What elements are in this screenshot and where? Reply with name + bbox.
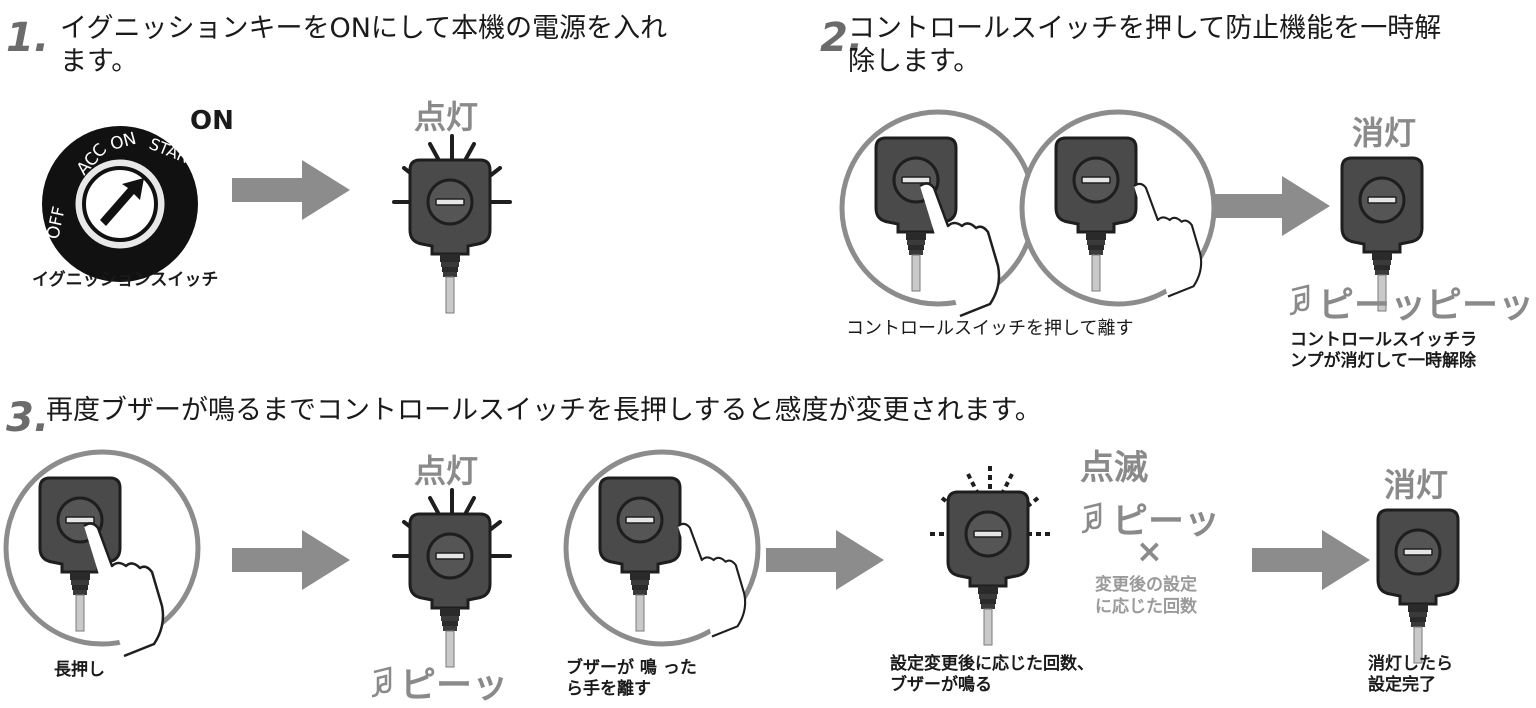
step3-sound2: ピーッ [1112, 501, 1221, 542]
control-switch-lit [408, 512, 492, 669]
release-caption-line2: ら手を離す [566, 679, 651, 699]
arrow-right-icon [1212, 176, 1330, 236]
done-caption-line2: 設定完了 [1368, 675, 1436, 695]
longpress-circle [3, 449, 201, 658]
step2-result-line2: ンプが消灯して一時解除 [1290, 351, 1476, 371]
arrow-right-icon [766, 530, 884, 590]
music-note-icon [1288, 284, 1310, 316]
control-switch-blink [946, 490, 1030, 647]
music-note-icon [1080, 502, 1102, 534]
control-switch-off [1376, 508, 1460, 665]
ignition-caption: イグニッションスイッチ [32, 270, 219, 290]
arrow-right-icon [1252, 530, 1370, 590]
step-3-number: 3. [6, 395, 50, 441]
press-circle [839, 109, 1037, 318]
key-on-label: ON [190, 106, 234, 136]
release-caption: ブザーが 鳴 った ら手を離す [566, 658, 697, 700]
buzzer-caption: 設定変更後に応じた回数、 ブザーが鳴る [890, 654, 1094, 696]
step-2-text-line1: コントロールスイッチを押して防止機能を一時解 [848, 13, 1442, 44]
step-2-number: 2. [820, 15, 864, 61]
step-2-text-line2: 除します。 [848, 46, 981, 77]
arrow-right-icon [232, 160, 350, 220]
times-symbol: × [1136, 532, 1163, 570]
step3-blink-label: 点滅 [1080, 448, 1148, 488]
count-note-line1: 変更後の設定 [1095, 575, 1197, 595]
release-circle [1019, 109, 1217, 307]
step-2-text: コントロールスイッチを押して防止機能を一時解 除します。 [848, 12, 1536, 78]
step2-sound: ピーッピーッ [1318, 285, 1535, 326]
buzzer-caption-line1: 設定変更後に応じた回数、 [890, 654, 1094, 674]
step2-lamp-label: 消灯 [1352, 114, 1417, 152]
ignition-key-icon: ACC ON START OFF [42, 126, 200, 282]
step-3-text: 再度ブザーが鳴るまでコントロールスイッチを長押しすると感度が変更されます。 [46, 395, 1042, 426]
buzzer-caption-line2: ブザーが鳴る [890, 675, 992, 695]
press-caption: コントロールスイッチを押して離す [846, 318, 1134, 339]
done-caption-line1: 消灯したら [1368, 654, 1453, 674]
control-switch-lit [408, 158, 492, 315]
done-caption: 消灯したら 設定完了 [1368, 654, 1453, 696]
music-note-icon [370, 666, 392, 698]
arrow-right-icon [232, 530, 350, 590]
step-1-number: 1. [6, 15, 50, 61]
step3-lamp-on-label: 点灯 [414, 452, 479, 490]
count-note-line2: に応じた回数 [1095, 597, 1197, 617]
step-1-text-line2: ます。 [60, 46, 139, 77]
step-1-text-line1: イグニッションキーをONにして本機の電源を入れ [60, 13, 668, 44]
release-circle [563, 449, 761, 647]
count-note: 変更後の設定 に応じた回数 [1074, 574, 1218, 618]
longpress-caption: 長押し [54, 660, 105, 680]
step2-result-caption: コントロールスイッチラ ンプが消灯して一時解除 [1290, 330, 1477, 372]
step1-lamp-label: 点灯 [414, 98, 479, 136]
step3-sound1: ピーッ [400, 665, 509, 706]
step-1-text: イグニッションキーをONにして本機の電源を入れ ます。 [60, 12, 760, 78]
step3-lamp-off-label: 消灯 [1384, 466, 1449, 504]
step2-result-line1: コントロールスイッチラ [1290, 330, 1477, 350]
release-caption-line1: ブザーが 鳴 った [566, 658, 697, 678]
